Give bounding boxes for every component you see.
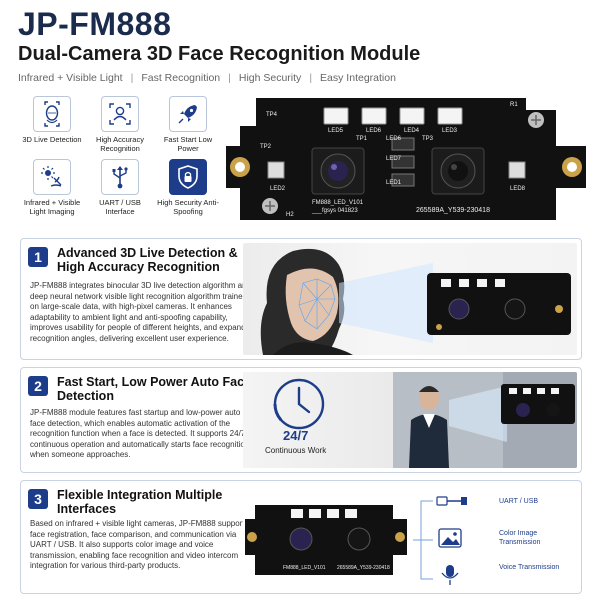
feature-label: High Security Anti-Spoofing bbox=[157, 198, 219, 216]
tagline-item: Infrared + Visible Light bbox=[18, 72, 123, 84]
board-serial-label: 265589A_Y539-230418 bbox=[416, 207, 490, 214]
product-title: JP-FM888 bbox=[18, 6, 172, 42]
section-body: Based on infrared + visible light camera… bbox=[30, 519, 249, 571]
auto-detection-image: 24/7 Continuous Work bbox=[243, 372, 577, 468]
board-tp-label: TP4 bbox=[266, 112, 278, 118]
feature-label: Infrared + Visible Light Imaging bbox=[23, 198, 81, 216]
interface-color-image: Color Image Transmission bbox=[499, 529, 569, 547]
feature-fast-start: Fast Start Low Power bbox=[156, 96, 220, 155]
tagline-separator: | bbox=[228, 72, 231, 84]
interface-uart-usb: UART / USB bbox=[499, 497, 538, 506]
board-tp-label: TP2 bbox=[260, 144, 272, 150]
feature-uart-usb: UART / USB Interface bbox=[88, 159, 152, 218]
board-led-label: LED3 bbox=[442, 128, 458, 134]
tagline-item: Fast Recognition bbox=[141, 72, 221, 84]
tagline-item: High Security bbox=[238, 72, 302, 84]
tagline-item: Easy Integration bbox=[320, 72, 396, 84]
tagline-separator: | bbox=[309, 72, 313, 84]
board-led-label: LED1 bbox=[386, 180, 402, 186]
feature-high-accuracy: High Accuracy Recognition bbox=[88, 96, 152, 155]
module-board-image: LED5 LED6 LED4 LED3 LED2 LED8 LED6 LED7 … bbox=[226, 96, 588, 226]
board-silk-label: FM888_LED_V101 bbox=[312, 200, 364, 206]
board-silk-label: FM888_LED_V101 bbox=[283, 565, 326, 571]
feature-label: UART / USB Interface bbox=[99, 198, 141, 216]
product-subtitle: Dual-Camera 3D Face Recognition Module bbox=[18, 43, 421, 65]
feature-label: 3D Live Detection bbox=[22, 135, 82, 144]
microphone-icon bbox=[441, 565, 459, 585]
section-body: JP-FM888 integrates binocular 3D live de… bbox=[30, 281, 252, 343]
board-led-label: LED5 bbox=[328, 128, 344, 134]
board-led-label: LED7 bbox=[386, 156, 402, 162]
board-h2-label: H2 bbox=[286, 212, 294, 218]
section-title: Flexible Integration Multiple Interfaces bbox=[57, 488, 223, 516]
tagline-separator: | bbox=[130, 72, 134, 84]
interface-voice: Voice Transmission bbox=[499, 563, 569, 572]
clock-text: 24/7 bbox=[283, 428, 309, 443]
section-body: JP-FM888 module features fast startup an… bbox=[30, 408, 250, 460]
section-number: 3 bbox=[28, 489, 48, 509]
clock-label: Continuous Work bbox=[265, 446, 327, 455]
board-led-label: LED8 bbox=[510, 186, 526, 192]
feature-anti-spoofing: High Security Anti-Spoofing bbox=[156, 159, 220, 218]
shield-lock-icon bbox=[169, 159, 207, 195]
section-title: Fast Start, Low Power Auto Face Detectio… bbox=[57, 375, 252, 403]
feature-infrared-visible: Infrared + Visible Light Imaging bbox=[20, 159, 84, 218]
face-scan-icon bbox=[33, 96, 71, 132]
usb-cable-icon bbox=[436, 496, 467, 506]
section-number: 2 bbox=[28, 376, 48, 396]
interface-label: UART / USB bbox=[499, 498, 539, 505]
section-3d-live-detection: 1 Advanced 3D Live Detection & High Accu… bbox=[20, 238, 582, 360]
section-title: Advanced 3D Live Detection & High Accura… bbox=[57, 246, 238, 274]
user-scan-icon bbox=[101, 96, 139, 132]
board-silk-label: ___fgsys 041823 bbox=[311, 208, 358, 214]
image-icon bbox=[438, 528, 462, 548]
feature-grid: 3D Live Detection High Accuracy Recognit… bbox=[20, 96, 220, 218]
rocket-icon bbox=[169, 96, 207, 132]
interfaces-image: FM888_LED_V101 265589A_Y539-230418 UART … bbox=[243, 485, 577, 589]
section-flexible-integration: 3 Flexible Integration Multiple Interfac… bbox=[20, 480, 582, 594]
board-tp-label: TP3 bbox=[422, 136, 434, 142]
board-led-label: LED6 bbox=[386, 136, 402, 142]
board-led-label: LED4 bbox=[404, 128, 420, 134]
board-led-label: LED6 bbox=[366, 128, 382, 134]
board-led-label: LED2 bbox=[270, 186, 286, 192]
interface-label: Voice Transmission bbox=[499, 564, 560, 571]
usb-icon bbox=[101, 159, 139, 195]
section-number: 1 bbox=[28, 247, 48, 267]
section-fast-start: 2 Fast Start, Low Power Auto Face Detect… bbox=[20, 367, 582, 473]
feature-label: Fast Start Low Power bbox=[163, 135, 213, 153]
feature-label: High Accuracy Recognition bbox=[96, 135, 144, 153]
feature-3d-live-detection: 3D Live Detection bbox=[20, 96, 84, 155]
face-scan-image bbox=[243, 243, 577, 355]
interface-label: Color Image Transmission bbox=[499, 530, 541, 546]
board-serial-label: 265589A_Y539-230418 bbox=[337, 565, 390, 571]
board-r1-label: R1 bbox=[510, 102, 518, 108]
tagline-row: Infrared + Visible Light | Fast Recogniti… bbox=[18, 72, 396, 84]
board-tp-label: TP1 bbox=[356, 136, 368, 142]
infrared-light-icon bbox=[33, 159, 71, 195]
